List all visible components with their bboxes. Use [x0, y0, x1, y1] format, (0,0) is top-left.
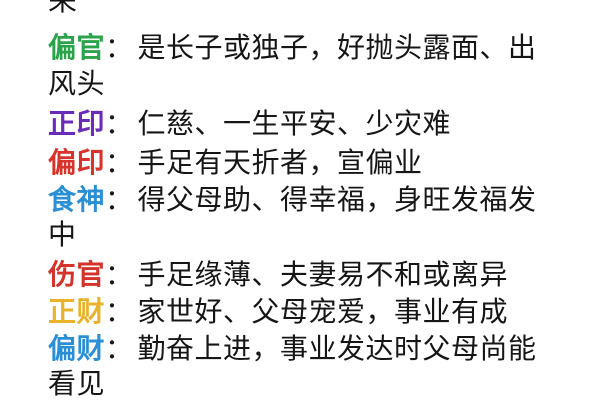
- entry-shishen-description: 得父母助、得幸福，身旺发福发: [137, 183, 537, 216]
- entry-zhengcai-line-1: 正财：家世好、父母宠爱，事业有成: [48, 294, 508, 330]
- entry-shishen-term: 食神: [48, 183, 106, 216]
- entry-shangguan-term: 伤官: [48, 258, 106, 291]
- entry-shishen-separator: ：: [105, 183, 134, 216]
- entry-zhengcai-separator: ：: [105, 295, 134, 328]
- entry-pianyin-separator: ：: [105, 146, 134, 179]
- entry-piancai-term: 偏财: [48, 332, 106, 365]
- entry-zhengyin-separator: ：: [105, 107, 134, 140]
- entry-shishen-line-1: 食神：得父母助、得幸福，身旺发福发: [48, 182, 537, 218]
- entry-zhengyin-term: 正印: [48, 107, 106, 140]
- entry-zhengcai-description: 家世好、父母宠爱，事业有成: [137, 295, 509, 328]
- cutoff-top-text: 荣: [48, 0, 78, 17]
- entry-pianyin-description: 手足有天折者，宣偏业: [137, 146, 423, 179]
- entry-shangguan-description: 手足缘薄、夫妻易不和或离异: [137, 258, 509, 291]
- entry-piancai-separator: ：: [105, 332, 134, 365]
- entry-shishen-line-2: 中: [48, 218, 77, 251]
- entry-pianguan-line-1: 偏官：是长子或独子，好抛头露面、出: [48, 30, 537, 66]
- entry-piancai-line-1: 偏财：勤奋上进，事业发达时父母尚能: [48, 331, 537, 367]
- entry-pianguan-description: 是长子或独子，好抛头露面、出: [137, 31, 537, 64]
- entry-shangguan-line-1: 伤官：手足缘薄、夫妻易不和或离异: [48, 257, 508, 293]
- entry-pianyin-term: 偏印: [48, 146, 106, 179]
- entry-piancai-line-2: 看见: [48, 367, 106, 400]
- entry-pianguan-separator: ：: [105, 31, 134, 64]
- entry-pianyin-line-1: 偏印：手足有天折者，宣偏业: [48, 145, 423, 181]
- entry-shangguan-separator: ：: [105, 258, 134, 291]
- entry-piancai-description: 勤奋上进，事业发达时父母尚能: [137, 332, 537, 365]
- entry-pianguan-line-2: 风头: [48, 67, 106, 100]
- entry-zhengyin-description: 仁慈、一生平安、少灾难: [137, 107, 452, 140]
- entry-pianguan-term: 偏官: [48, 31, 106, 64]
- entry-zhengyin-line-1: 正印：仁慈、一生平安、少灾难: [48, 106, 451, 142]
- entry-zhengcai-term: 正财: [48, 295, 106, 328]
